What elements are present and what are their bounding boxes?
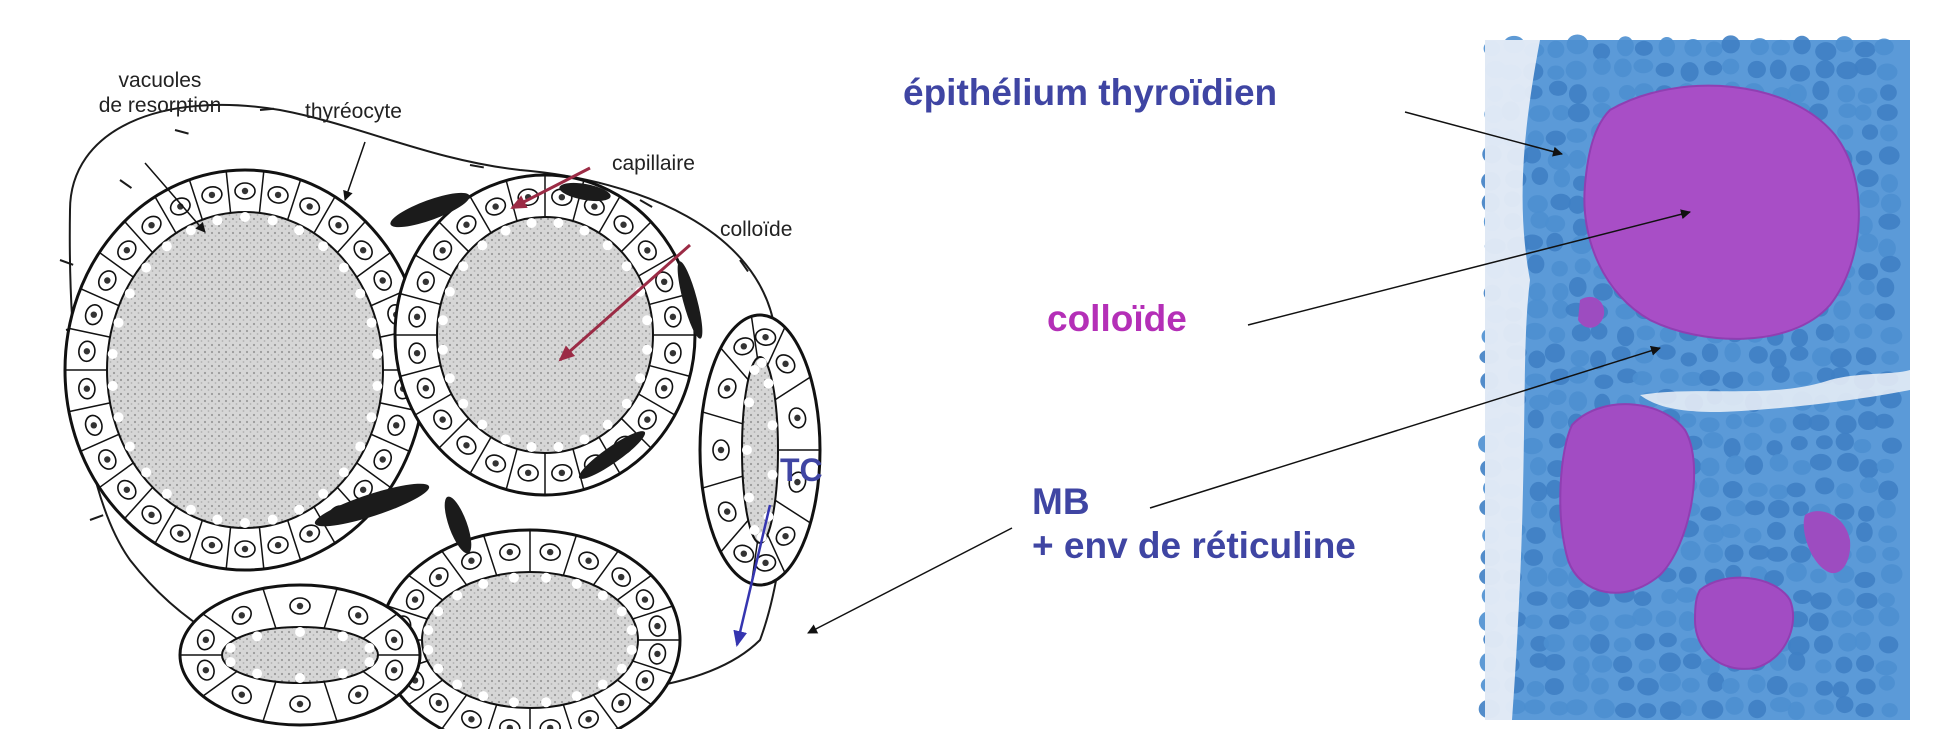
mb-label-line-2: + env de réticuline <box>1032 525 1356 566</box>
thyreocyte-arrow <box>343 141 366 201</box>
capillaries <box>314 182 703 554</box>
capillaire-label: capillaire <box>612 152 695 175</box>
capillary <box>390 192 470 228</box>
mb-drawing-arrow <box>807 527 1013 634</box>
tc-arrow <box>733 504 772 647</box>
colloid-small-4 <box>1578 296 1605 328</box>
capillary <box>444 496 472 554</box>
mb-arrow <box>1149 345 1661 509</box>
colloide-micro-label: colloïde <box>1047 298 1187 339</box>
epithelium-arrow <box>1404 111 1563 157</box>
colloide-drawing-arrow <box>558 243 691 362</box>
vacuoles-arrow <box>144 162 206 233</box>
follicle <box>393 173 697 497</box>
capillary <box>559 182 611 202</box>
colloid-large <box>1583 84 1860 340</box>
tc-label: TC <box>780 452 823 488</box>
colloid-small-2 <box>1693 576 1795 670</box>
follicle-drawing <box>59 103 822 734</box>
follicle <box>63 168 427 572</box>
follicle <box>178 583 422 727</box>
colloid-small-1 <box>1559 403 1696 594</box>
capillary <box>677 261 703 339</box>
capillary <box>578 431 646 479</box>
vacuoles-label: vacuoles de resorption <box>55 68 265 118</box>
mb-label-line-1: MB <box>1032 481 1090 522</box>
follicle <box>698 313 822 587</box>
interstitial-space-2 <box>1640 370 1910 412</box>
follicle <box>378 528 682 734</box>
colloide-micro-arrow <box>1247 209 1691 326</box>
capillary <box>314 483 430 527</box>
epithelium-label: épithélium thyroïdien <box>903 72 1278 113</box>
vacuoles-label-line-1: vacuoles <box>118 69 202 92</box>
vacuoles-label-line-2: de resorption <box>98 94 222 117</box>
thyreocyte-label: thyréocyte <box>305 100 402 123</box>
colloide-drawing-label: colloïde <box>720 218 793 241</box>
interstitial-space <box>1485 40 1540 720</box>
mb-label: MB + env de réticuline <box>1032 480 1356 568</box>
micrograph <box>1478 34 1910 720</box>
colloid-small-3 <box>1803 511 1851 574</box>
capillaire-arrow <box>510 166 591 210</box>
